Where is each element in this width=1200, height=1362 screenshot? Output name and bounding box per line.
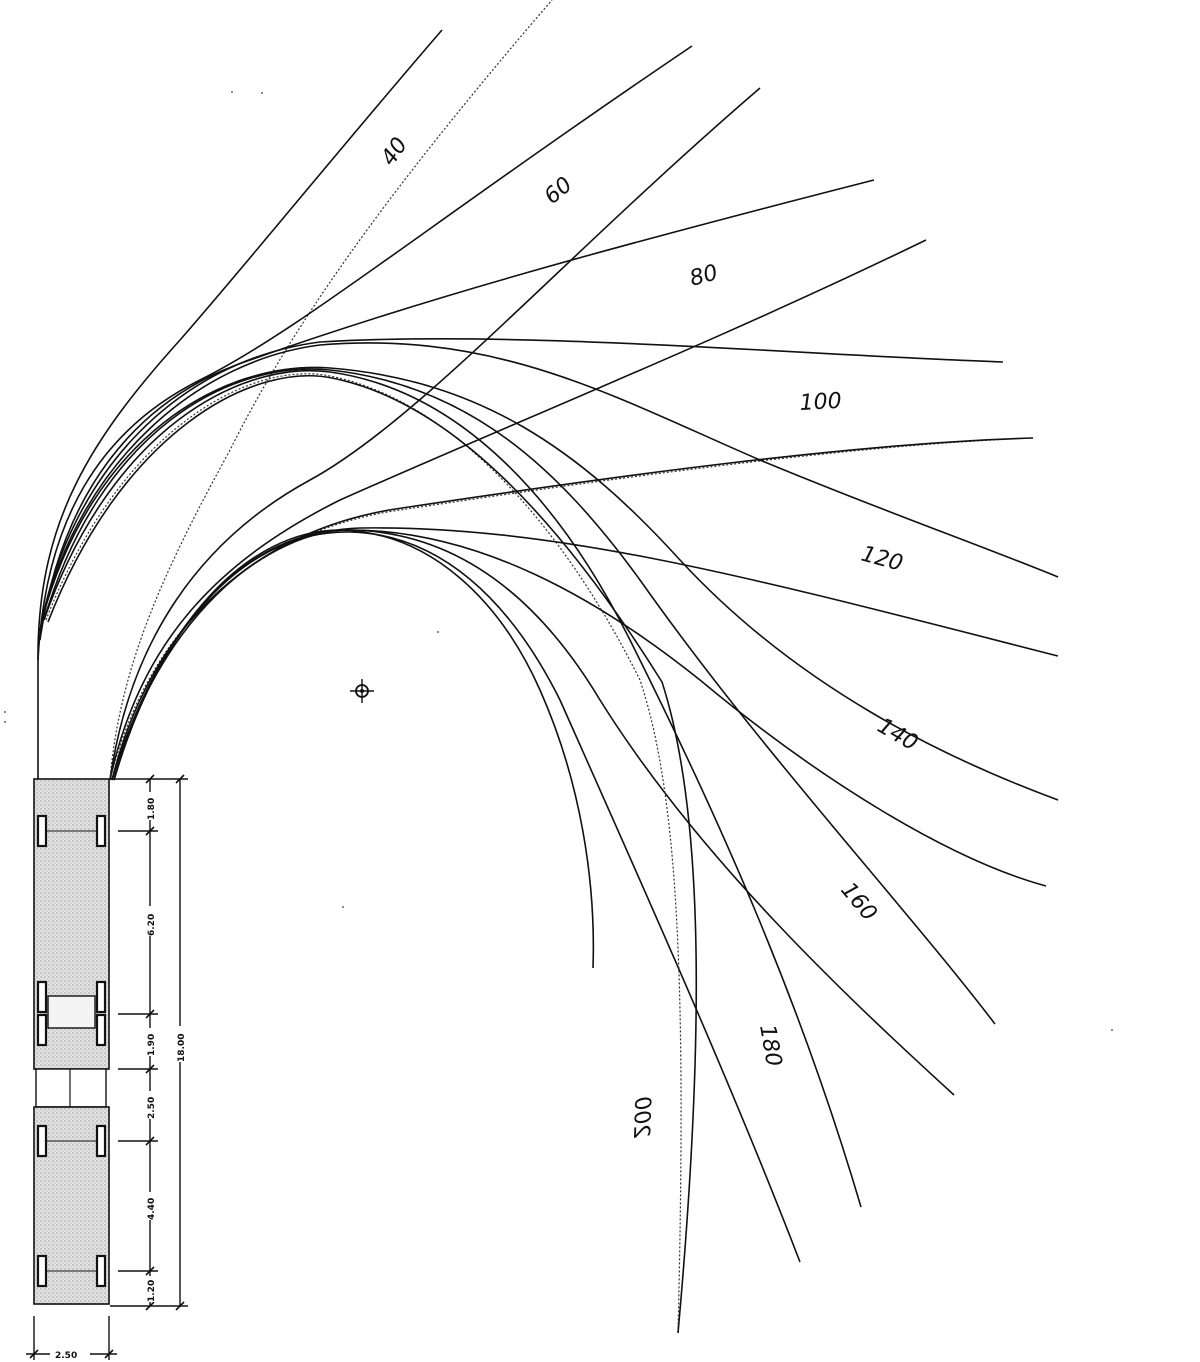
path-120-inner [111, 527, 1059, 781]
path-100-outer [39, 337, 1004, 631]
angle-label-180: 180 [754, 1023, 786, 1069]
angle-label-120: 120 [858, 542, 905, 577]
path-180-outer [43, 370, 862, 1208]
path-160-outer [43, 368, 996, 1025]
bus-articulation-joint [35, 1068, 107, 1108]
dim-total-length: 18.00 [177, 1034, 187, 1062]
scan-specks [4, 91, 1113, 1031]
path-80-outer [39, 179, 875, 641]
path-80-inner [109, 239, 927, 781]
path-40-inner [109, 0, 553, 781]
articulated-bus [33, 778, 110, 1305]
turning-centre-marker [350, 679, 374, 703]
angle-label-60: 60 [540, 172, 578, 209]
path-60-inner [109, 87, 761, 781]
path-200-outer [45, 373, 682, 1334]
path-160-inner [113, 529, 955, 1096]
width-dimension: 2.50 [26, 1316, 117, 1361]
path-60-outer [37, 45, 693, 661]
angle-label-200: 200 [628, 1096, 654, 1139]
path-180-inner [113, 531, 801, 1263]
path-40-outer [37, 29, 443, 780]
path-140-inner [111, 529, 1047, 887]
angle-label-80: 80 [687, 260, 721, 291]
swept-paths [37, 0, 1059, 1334]
dim-wheelbase-rear: 4.40 [147, 1198, 157, 1220]
path-120-outer [41, 342, 1059, 621]
path-200-outer-solid [47, 374, 698, 1334]
angle-label-40: 40 [376, 133, 413, 170]
dim-width: 2.50 [55, 1351, 77, 1361]
dim-front-overhang: 1.80 [147, 798, 157, 820]
angle-label-140: 140 [873, 714, 922, 757]
dim-axle-gap: 1.90 [147, 1034, 157, 1056]
dim-articulation: 2.50 [147, 1097, 157, 1119]
path-140-outer [41, 366, 1059, 801]
dim-rear-overhang: 1.20 [147, 1280, 157, 1302]
bus-axles [36, 814, 107, 1288]
path-200-inner [113, 529, 595, 969]
angle-label-160: 160 [835, 878, 881, 926]
angle-label-100: 100 [799, 389, 842, 416]
dimension-chain: 1.80 6.20 1.90 2.50 4.40 1.20 18.00 [110, 774, 188, 1311]
dim-wheelbase-front: 6.20 [147, 914, 157, 936]
